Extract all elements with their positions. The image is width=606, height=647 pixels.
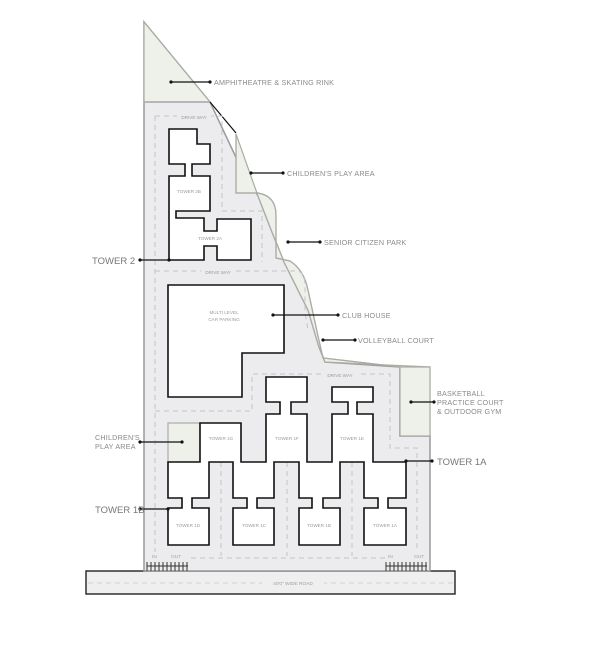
driveway-label-lower: DRIVE WAY [327, 373, 352, 378]
tower-1f-label: TOWER 1F [275, 436, 299, 441]
driveway-label-top: DRIVE WAY [181, 115, 206, 120]
driveway-label-middle: DRIVE WAY [205, 270, 230, 275]
road-label: 40'0" WIDE ROAD [273, 581, 313, 587]
gate-left-out: OUT [171, 554, 181, 560]
gate-right [385, 562, 427, 571]
callout-volleyball-court: VOLLEYBALL COURT [358, 336, 434, 345]
tower-1d-label: TOWER 1D [176, 523, 201, 528]
callout-tower-2: TOWER 2 [92, 256, 135, 267]
tower-1b-label: TOWER 1B [307, 523, 331, 528]
parking-label-2: CAR PARKING [208, 317, 240, 322]
gate-left-in: IN [152, 554, 157, 560]
amphitheatre-area [143, 20, 212, 103]
callout-amphitheatre: AMPHITHEATRE & SKATING RINK [214, 78, 334, 87]
callout-basketball-3: & OUTDOOR GYM [437, 407, 502, 416]
gate-left [146, 562, 188, 571]
callout-childrens-play-left-1: CHILDREN'S [95, 433, 140, 442]
gate-right-out: OUT [414, 554, 424, 560]
callout-tower-1b: TOWER 1B [95, 505, 144, 516]
callout-basketball-2: PRACTICE COURT [437, 398, 504, 407]
tower-1a-label: TOWER 1A [373, 523, 398, 528]
callout-senior-citizen-park: SENIOR CITIZEN PARK [324, 238, 406, 247]
callout-childrens-play-area-top: CHILDREN'S PLAY AREA [287, 169, 375, 178]
tower-1c-label: TOWER 1C [242, 523, 267, 528]
tower-1e-label: TOWER 1E [340, 436, 364, 441]
gate-right-in: IN [388, 554, 393, 560]
multi-level-car-parking [167, 284, 285, 398]
callout-childrens-play-left-2: PLAY AREA [95, 442, 136, 451]
tower-2-building [168, 128, 252, 261]
callout-leaders [138, 80, 436, 511]
tower-2a-label: TOWER 2A [198, 236, 223, 241]
callout-club-house: CLUB HOUSE [342, 311, 391, 320]
parking-label-1: MULTI LEVEL [209, 310, 238, 315]
tower-1g-label: TOWER 1G [209, 436, 234, 441]
callout-basketball-1: BASKETBALL [437, 389, 485, 398]
callout-tower-1a: TOWER 1A [437, 457, 487, 468]
tower-1-building [167, 376, 407, 546]
tower-2b-label: TOWER 2B [177, 189, 201, 194]
